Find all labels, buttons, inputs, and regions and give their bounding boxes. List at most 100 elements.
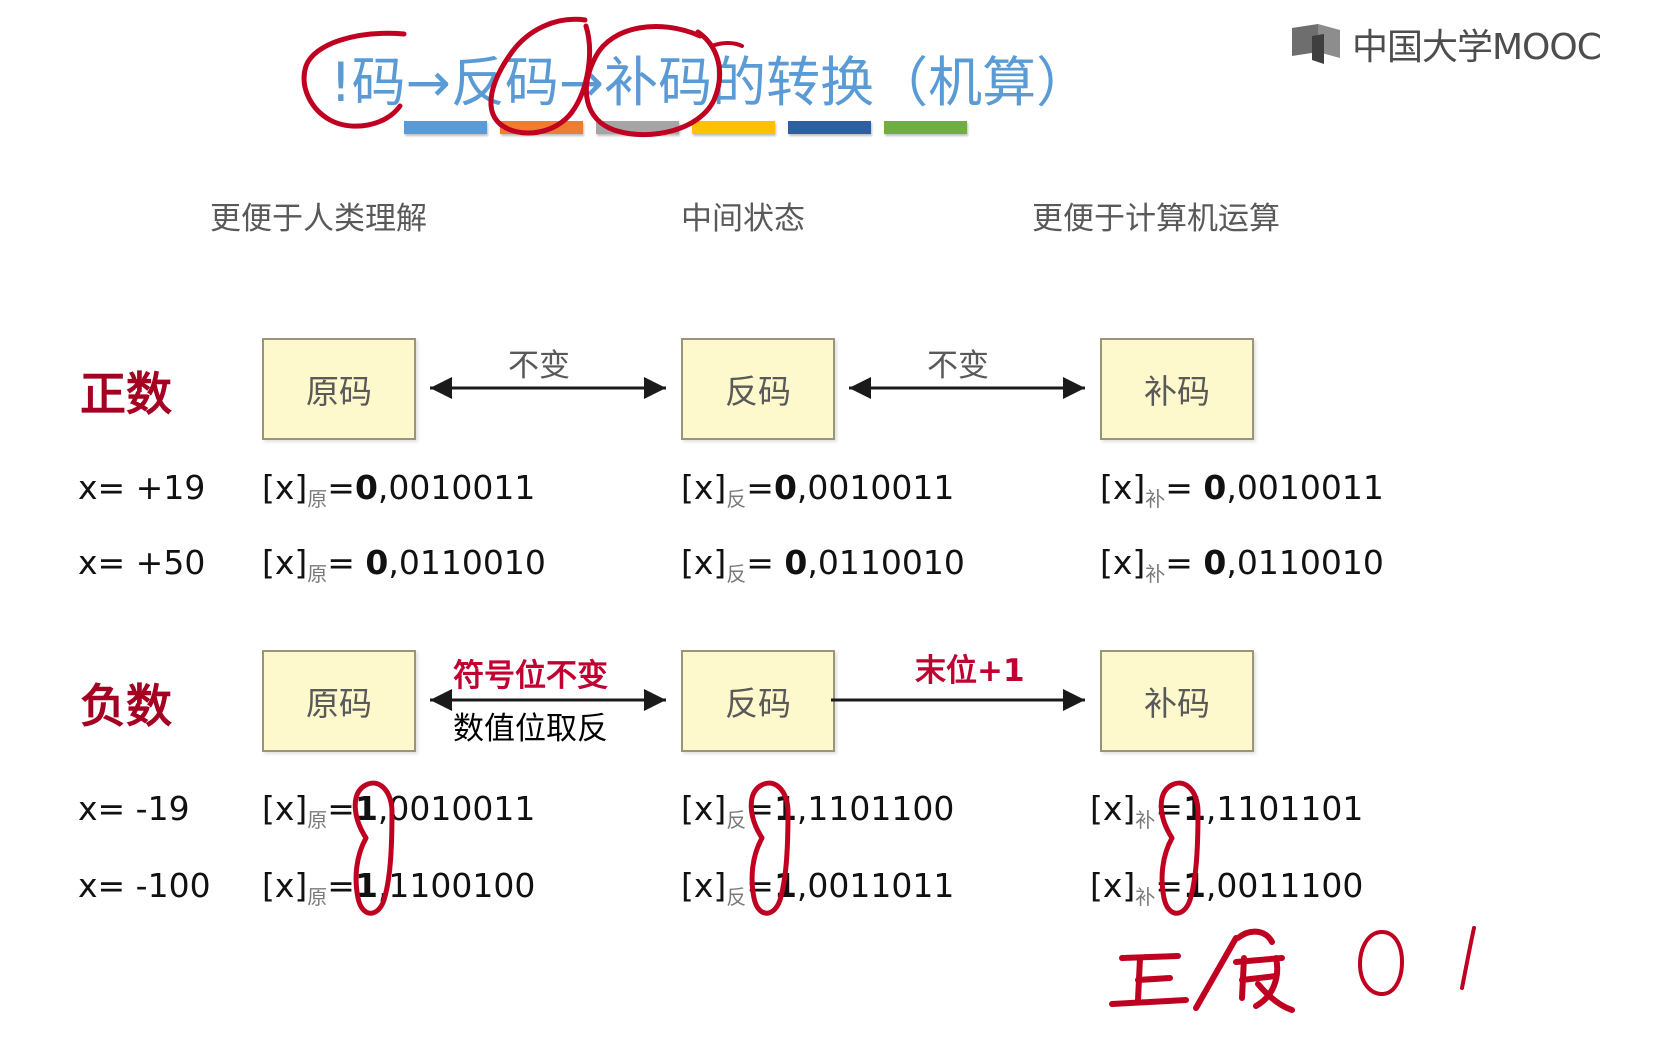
val-bits: 0010011: [388, 468, 536, 507]
val-prefix: [x]: [262, 789, 308, 828]
val-eq: =: [746, 789, 774, 828]
val-eq: =: [746, 543, 785, 582]
val-eq: =: [1155, 866, 1183, 905]
mooc-logo: 中国大学MOOC: [1290, 18, 1602, 70]
val-prefix: [x]: [1090, 866, 1136, 905]
val-bits: 0110010: [398, 543, 546, 582]
val-sub: 原: [307, 487, 328, 511]
val-bits: 0011011: [807, 866, 955, 905]
val-prefix: [x]: [262, 468, 308, 507]
arrow-label-negative-invert: 数值位取反: [453, 703, 608, 748]
caption-human-readable: 更便于人类理解: [210, 201, 427, 237]
value-buma-negative-19: [x]补=1,1101101: [1090, 789, 1363, 833]
value-x-positive-50: x= +50: [78, 543, 206, 582]
val-prefix: [x]: [681, 866, 727, 905]
color-bar-5: [788, 121, 871, 134]
val-sub: 补: [1145, 487, 1166, 511]
value-buma-negative-100: [x]补=1,0011100: [1090, 866, 1363, 910]
val-sign-bit: 1: [1182, 866, 1206, 905]
value-fanma-positive-50: [x]反= 0,0110010: [681, 543, 965, 587]
val-bits: 0110010: [817, 543, 965, 582]
val-bits: 1101101: [1216, 789, 1364, 828]
val-bits: 1101100: [807, 789, 955, 828]
val-comma: ,: [796, 789, 808, 828]
val-prefix: [x]: [681, 543, 727, 582]
arrow-negative-fanma-to-buma: [831, 689, 1085, 711]
val-comma: ,: [796, 866, 808, 905]
val-bits: 0011100: [1216, 866, 1364, 905]
val-sub: 反: [726, 808, 747, 832]
page-title-text: !码→反码→补码的转换（机算）: [330, 51, 1091, 114]
caption-intermediate: 中间状态: [681, 201, 805, 237]
value-yuanma-positive-50: [x]原= 0,0110010: [262, 543, 546, 587]
val-comma: ,: [1226, 543, 1237, 582]
val-comma: ,: [796, 468, 808, 507]
val-sub: 原: [307, 562, 328, 586]
value-yuanma-positive-19: [x]原=0,0010011: [262, 468, 535, 512]
arrow-label-negative-plus-one: 末位+1: [915, 653, 1025, 689]
caption-machine-friendly: 更便于计算机运算: [1032, 201, 1280, 237]
book-mark-icon: [1290, 22, 1342, 66]
val-sign-bit: 0: [784, 543, 808, 582]
val-comma: ,: [388, 543, 399, 582]
val-sub: 补: [1135, 885, 1156, 909]
color-bar-1: [404, 121, 487, 134]
val-comma: ,: [807, 543, 818, 582]
val-eq: =: [1165, 468, 1204, 507]
val-sub: 原: [307, 885, 328, 909]
val-sign-bit: 1: [773, 789, 797, 828]
box-negative-buma: 补码: [1100, 650, 1254, 752]
color-bar-4: [692, 121, 775, 134]
val-sub: 反: [726, 885, 747, 909]
val-eq: =: [746, 866, 774, 905]
val-sign-bit: 0: [773, 468, 797, 507]
val-comma: ,: [1205, 866, 1217, 905]
val-bits: 1100100: [388, 866, 536, 905]
val-prefix: [x]: [262, 543, 308, 582]
arrow-label-negative-invert-part1: 数值位: [453, 711, 546, 747]
val-bits: 0010011: [388, 789, 536, 828]
mooc-logo-text: 中国大学MOOC: [1352, 27, 1602, 68]
value-buma-positive-19: [x]补= 0,0010011: [1100, 468, 1384, 512]
val-sign-bit: 1: [354, 789, 378, 828]
value-x-negative-19: x= -19: [78, 789, 190, 828]
value-fanma-positive-19: [x]反=0,0010011: [681, 468, 954, 512]
val-prefix: [x]: [1090, 789, 1136, 828]
arrow-label-negative-sign-unchanged: 符号位不变: [453, 658, 608, 694]
val-sub: 反: [726, 487, 747, 511]
box-positive-fanma: 反码: [681, 338, 835, 440]
color-bar-2: [500, 121, 583, 134]
val-comma: ,: [377, 866, 389, 905]
val-sign-bit: 1: [1182, 789, 1206, 828]
value-yuanma-negative-19: [x]原=1,0010011: [262, 789, 535, 833]
section-label-negative: 负数: [80, 679, 172, 733]
val-sign-bit: 0: [1203, 543, 1227, 582]
val-sign-bit: 0: [1203, 468, 1227, 507]
val-comma: ,: [1205, 789, 1217, 828]
arrow-negative-yuanma-to-fanma: [430, 689, 666, 711]
value-fanma-negative-19: [x]反=1,1101100: [681, 789, 954, 833]
val-prefix: [x]: [262, 866, 308, 905]
val-eq: =: [327, 866, 355, 905]
val-eq: =: [327, 789, 355, 828]
color-bar-6: [884, 121, 967, 134]
decorative-color-bars: [404, 121, 967, 134]
val-sub: 原: [307, 808, 328, 832]
arrow-label-negative-invert-part2: 取反: [546, 711, 608, 747]
val-comma: ,: [377, 468, 389, 507]
page-title: !码→反码→补码的转换（机算）: [330, 38, 1090, 117]
box-negative-yuanma: 原码: [262, 650, 416, 752]
val-sub: 反: [726, 562, 747, 586]
val-eq: =: [746, 468, 774, 507]
arrow-positive-yuanma-to-fanma: [430, 377, 666, 399]
val-sub: 补: [1135, 808, 1156, 832]
val-sign-bit: 0: [365, 543, 389, 582]
val-comma: ,: [377, 789, 389, 828]
val-prefix: [x]: [1100, 543, 1146, 582]
box-positive-buma: 补码: [1100, 338, 1254, 440]
value-buma-positive-50: [x]补= 0,0110010: [1100, 543, 1384, 587]
val-bits: 0110010: [1236, 543, 1384, 582]
value-x-negative-100: x= -100: [78, 866, 211, 905]
value-yuanma-negative-100: [x]原=1,1100100: [262, 866, 535, 910]
